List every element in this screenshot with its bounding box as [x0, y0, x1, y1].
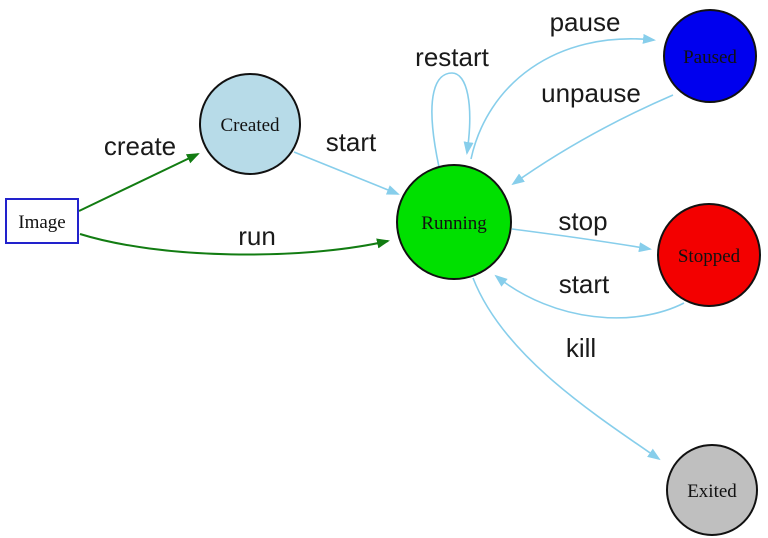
node-created-label: Created — [220, 115, 280, 136]
node-image-label: Image — [18, 212, 65, 233]
edge-label-pause: pause — [550, 7, 621, 37]
edge-label-unpause: unpause — [541, 78, 641, 108]
node-stopped-label: Stopped — [678, 246, 741, 267]
edge-kill — [472, 277, 661, 461]
node-image: Image — [5, 198, 79, 244]
node-created-circle — [199, 73, 301, 175]
node-paused-label: Paused — [683, 47, 737, 68]
node-image-box — [5, 198, 79, 244]
node-paused-circle — [663, 9, 757, 103]
edge-stop — [511, 228, 652, 253]
edge-restart-self-loop — [431, 72, 474, 168]
edge-label-kill: kill — [566, 333, 596, 363]
edge-start-stopped-running — [494, 274, 685, 319]
edge-unpause — [511, 94, 674, 186]
node-exited: Exited — [666, 444, 758, 536]
edge-start-created-running — [293, 151, 400, 195]
edge-pause — [470, 33, 656, 160]
edge-label-run: run — [238, 221, 276, 251]
node-exited-circle — [666, 444, 758, 536]
edge-run — [79, 233, 390, 256]
edge-label-start-stopped: start — [559, 269, 610, 299]
edge-label-create: create — [104, 131, 176, 161]
node-exited-label: Exited — [687, 481, 737, 502]
edge-create — [78, 153, 200, 212]
node-stopped: Stopped — [657, 203, 761, 307]
node-created: Created — [199, 73, 301, 175]
node-paused: Paused — [663, 9, 757, 103]
node-running-circle — [396, 164, 512, 280]
edge-label-stop: stop — [558, 206, 607, 236]
node-stopped-circle — [657, 203, 761, 307]
node-running: Running — [396, 164, 512, 280]
edge-label-start-created: start — [326, 127, 377, 157]
node-running-label: Running — [421, 213, 487, 234]
edge-label-restart: restart — [415, 42, 489, 72]
